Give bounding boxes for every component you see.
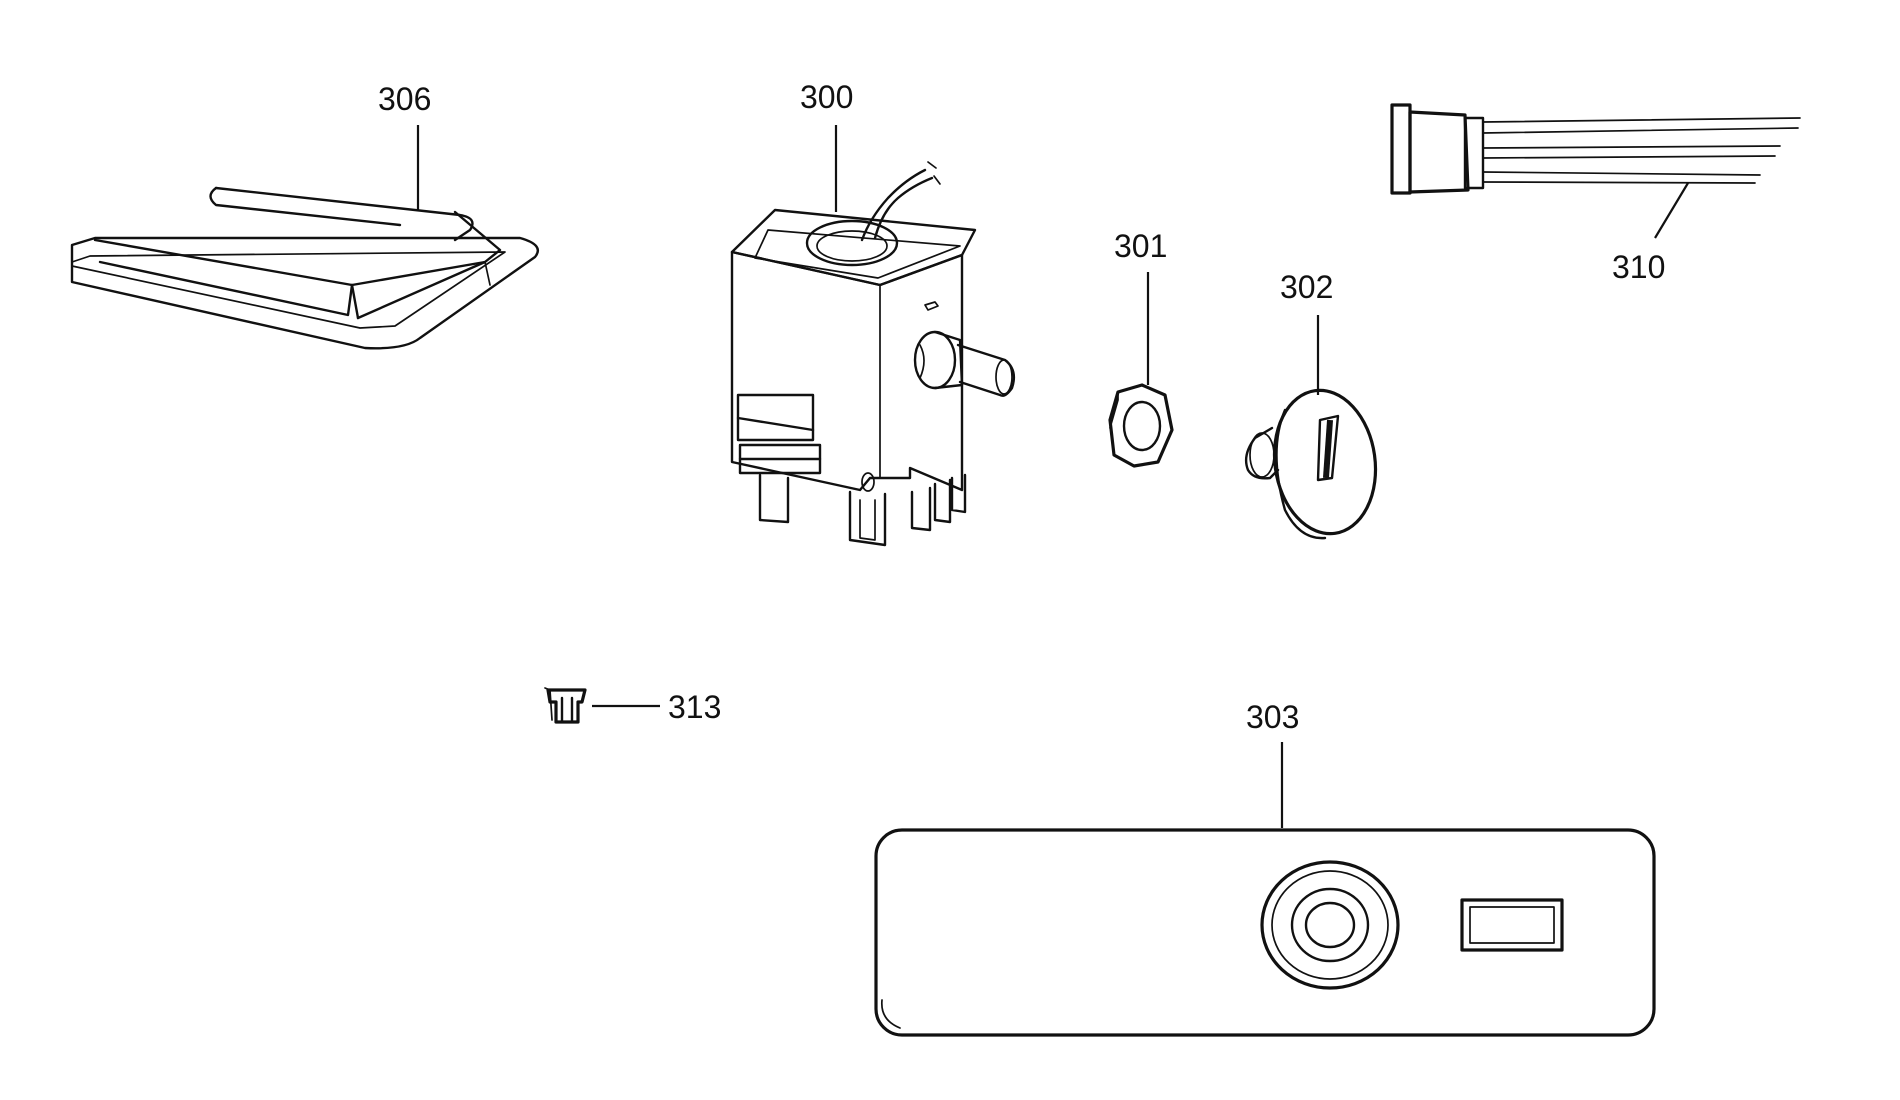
label-303: 303 — [1246, 699, 1299, 735]
label-301: 301 — [1114, 228, 1167, 264]
part-300-thermostat — [730, 161, 1016, 547]
part-303-panel — [874, 828, 1656, 1037]
leader-310 — [1654, 182, 1689, 239]
part-301-hex-nut — [1108, 383, 1174, 468]
label-310: 310 — [1612, 249, 1665, 285]
part-306-bracket — [70, 186, 540, 350]
label-300: 300 — [800, 79, 853, 115]
label-306: 306 — [378, 81, 431, 117]
label-302: 302 — [1280, 269, 1333, 305]
label-313: 313 — [668, 689, 721, 725]
part-302-knob — [1244, 388, 1378, 540]
part-313-clip — [544, 687, 587, 724]
part-310-wire-harness — [1390, 103, 1801, 195]
